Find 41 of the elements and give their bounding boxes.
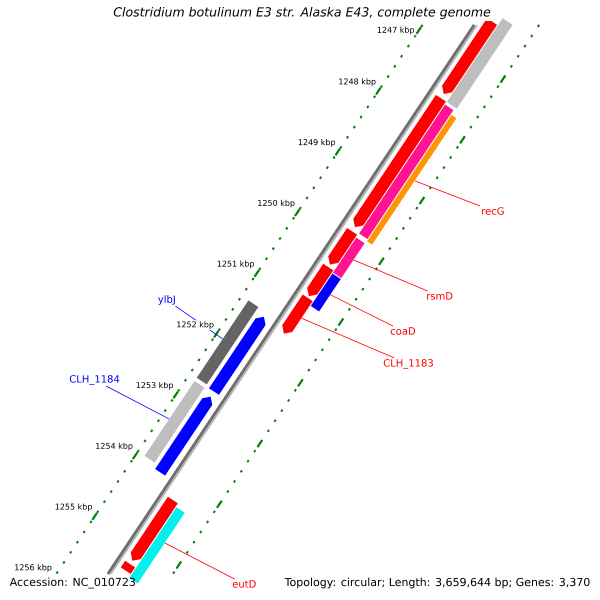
gene-label: coaD (390, 327, 416, 335)
tick-label: 1253 kbp (134, 380, 174, 391)
tick-label: 1252 kbp (175, 320, 215, 330)
tick-label: 1247 kbp (376, 26, 416, 36)
gene-feature (307, 264, 334, 296)
gene-feature (359, 104, 454, 240)
gene-feature (310, 273, 341, 312)
footer-text: Topology: circular; Length: 3,659,644 bp; Genes: 3,370 (284, 578, 590, 588)
tick-label: 1254 kbp (94, 442, 134, 452)
gene-feature (367, 114, 456, 245)
tick-label: 1248 kbp (337, 77, 378, 88)
gene-feature (282, 294, 313, 334)
leader-line (164, 542, 236, 580)
gene-feature (155, 396, 212, 476)
leader-line (330, 294, 394, 326)
gene-feature (136, 507, 185, 574)
tick-label: 1251 kbp (216, 260, 256, 270)
leader-line (301, 318, 395, 358)
gene-label: ylbJ (158, 295, 175, 305)
gene-label: recG (482, 207, 504, 215)
leader-line (106, 386, 170, 420)
gene-label: CLH_1183 (384, 359, 433, 369)
title: Clostridium botulinum E3 str. Alaska E43, complete genome (111, 4, 493, 22)
gene-feature (328, 228, 358, 265)
gene-feature (332, 238, 365, 278)
gene-feature (120, 560, 136, 574)
gene-label: eutD (232, 580, 256, 588)
gene-feature (442, 18, 498, 94)
leader-line (414, 180, 480, 206)
gene-feature (446, 18, 513, 109)
gene-feature (196, 300, 258, 384)
tick-label: 1255 kbp (54, 502, 94, 512)
gene-feature (130, 496, 178, 561)
footer-text: Accession: NC_010723 (10, 578, 135, 588)
tick-label: 1250 kbp (256, 198, 296, 208)
leader-line (353, 260, 428, 292)
gene-label: CLH_1184 (70, 375, 120, 385)
gene-label: rsmD (427, 292, 452, 300)
gene-feature (353, 94, 446, 228)
tick-label: 1256 kbp (13, 563, 53, 573)
tick-label: 1249 kbp (296, 138, 337, 148)
